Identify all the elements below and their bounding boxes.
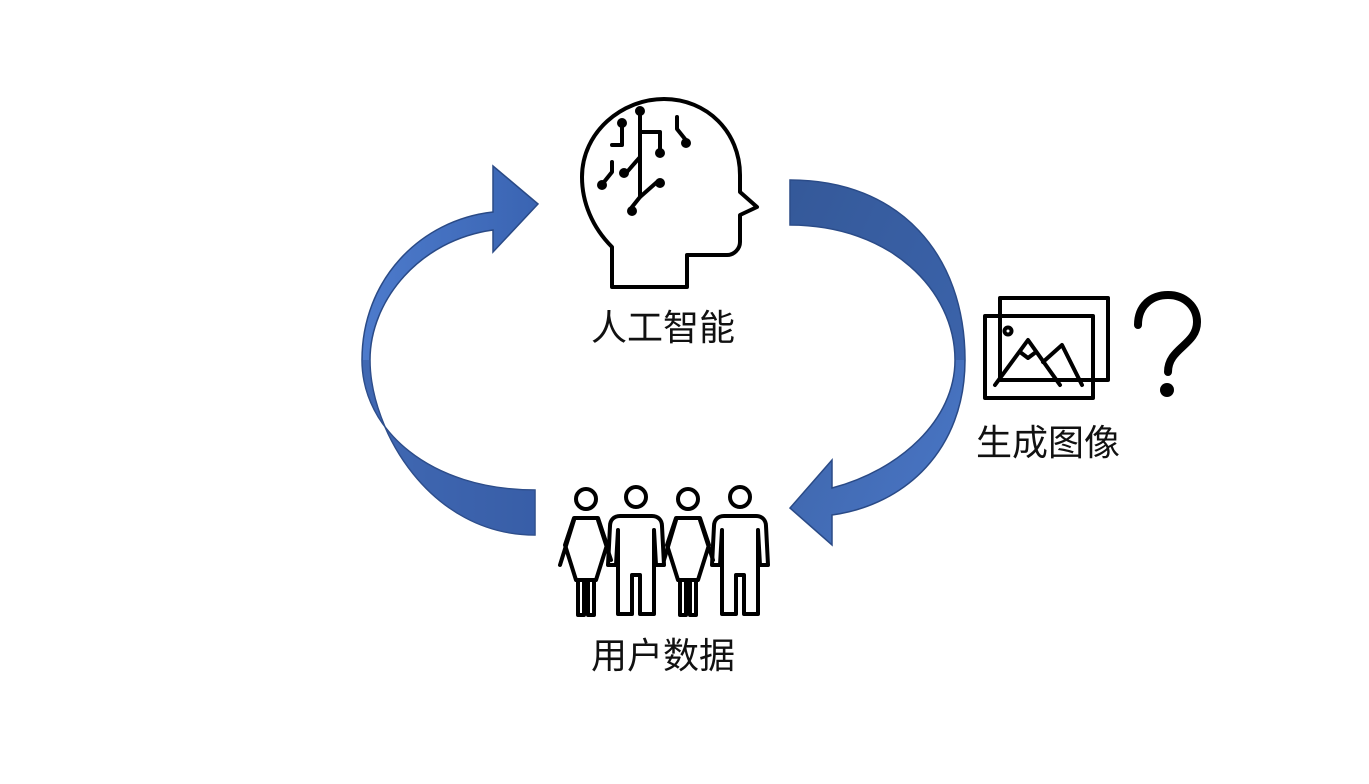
person-icon (558, 487, 613, 617)
question-mark-icon (1134, 290, 1202, 397)
images-label: 生成图像 (976, 423, 1120, 464)
person-icon (710, 485, 770, 616)
person-icon (606, 485, 666, 616)
left-curved-arrow (361, 164, 540, 536)
right-curved-arrow (788, 179, 966, 547)
people-group-icon (558, 485, 770, 617)
ai-label: 人工智能 (591, 308, 735, 349)
image-stack-icon (983, 296, 1110, 400)
person-icon (662, 487, 715, 617)
ai-head-icon (580, 97, 759, 289)
users-label: 用户数据 (591, 636, 735, 677)
